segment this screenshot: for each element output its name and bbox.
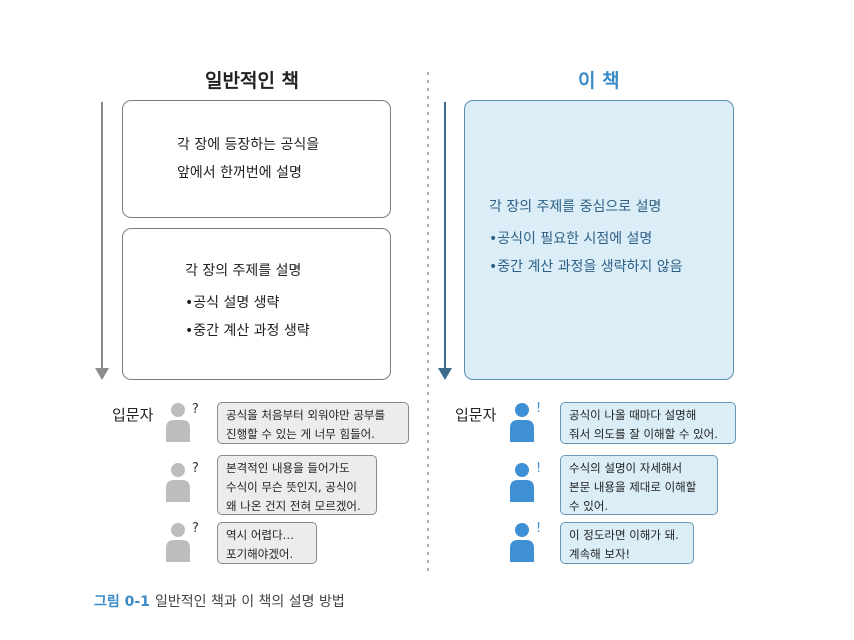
left-flow-arrow [95,102,109,380]
understanding-reader-icon [510,403,534,442]
left-reader-label: 입문자 [112,406,154,424]
right-speech-bubble-3: 이 정도라면 이해가 돼. 계속해 보자! [560,522,694,564]
right-box-line1: 각 장의 주제를 중심으로 설명 [489,199,662,215]
right-speech-bubble-2: 수식의 설명이 자세해서 본문 내용을 제대로 이해할 수 있어. [560,455,718,515]
left-box-topic-explanation: 각 장의 주제를 설명 •공식 설명 생략 •중간 계산 과정 생략 [122,228,391,380]
confused-reader-icon [166,523,190,562]
question-mark-icon: ? [192,461,199,476]
left-box-formulas-upfront: 각 장에 등장하는 공식을 앞에서 한꺼번에 설명 [122,100,391,218]
left-column-title: 일반적인 책 [205,70,300,92]
exclamation-mark-icon: ! [536,461,542,476]
bubble-line: 공식이 나올 때마다 설명해 [569,408,697,422]
bubble-line: 수식이 무슨 뜻인지, 공식이 [226,480,358,494]
right-box-bullet1: •공식이 필요한 시점에 설명 [489,231,653,247]
left-box2-bullet2: •중간 계산 과정 생략 [185,323,310,339]
right-column-title: 이 책 [578,70,620,92]
left-speech-bubble-1: 공식을 처음부터 외워야만 공부를 진행할 수 있는 게 너무 힘들어. [217,402,409,444]
right-flow-arrow [438,102,452,380]
right-reader-label: 입문자 [455,406,497,424]
bubble-line: 포기해야겠어. [226,547,294,561]
bubble-line: 본격적인 내용을 들어가도 [226,461,350,475]
bubble-line: 수식의 설명이 자세해서 [569,461,683,475]
figure-caption-text: 일반적인 책과 이 책의 설명 방법 [155,594,345,610]
confused-reader-icon [166,463,190,502]
bubble-line: 이 정도라면 이해가 돼. [569,528,679,542]
bubble-line: 왜 나온 건지 전혀 모르겠어. [226,499,361,513]
right-speech-bubble-1: 공식이 나올 때마다 설명해 줘서 의도를 잘 이해할 수 있어. [560,402,736,444]
question-mark-icon: ? [192,402,199,417]
bubble-line: 진행할 수 있는 게 너무 힘들어. [226,427,375,441]
right-box-this-book: 각 장의 주제를 중심으로 설명 •공식이 필요한 시점에 설명 •중간 계산 … [464,100,734,380]
bubble-line: 본문 내용을 제대로 이해할 [569,480,697,494]
confused-reader-icon [166,403,190,442]
bubble-line: 수 있어. [569,499,609,513]
left-box2-line1: 각 장의 주제를 설명 [185,263,302,279]
bubble-line: 역시 어렵다… [226,528,295,542]
understanding-reader-icon [510,463,534,502]
figure-caption: 그림 0-1 일반적인 책과 이 책의 설명 방법 [94,591,345,611]
left-speech-bubble-2: 본격적인 내용을 들어가도 수식이 무슨 뜻인지, 공식이 왜 나온 건지 전혀… [217,455,377,515]
bubble-line: 계속해 보자! [569,547,631,561]
left-box1-line2: 앞에서 한꺼번에 설명 [177,165,302,181]
question-mark-icon: ? [192,521,199,536]
left-speech-bubble-3: 역시 어렵다… 포기해야겠어. [217,522,317,564]
left-box1-line1: 각 장에 등장하는 공식을 [177,137,320,153]
figure-number: 그림 0-1 [94,594,150,610]
exclamation-mark-icon: ! [536,521,542,536]
right-box-bullet2: •중간 계산 과정을 생략하지 않음 [489,259,683,275]
column-divider [427,72,429,572]
exclamation-mark-icon: ! [536,401,542,416]
bubble-line: 줘서 의도를 잘 이해할 수 있어. [569,427,718,441]
left-box2-bullet1: •공식 설명 생략 [185,295,280,311]
bubble-line: 공식을 처음부터 외워야만 공부를 [226,408,386,422]
understanding-reader-icon [510,523,534,562]
